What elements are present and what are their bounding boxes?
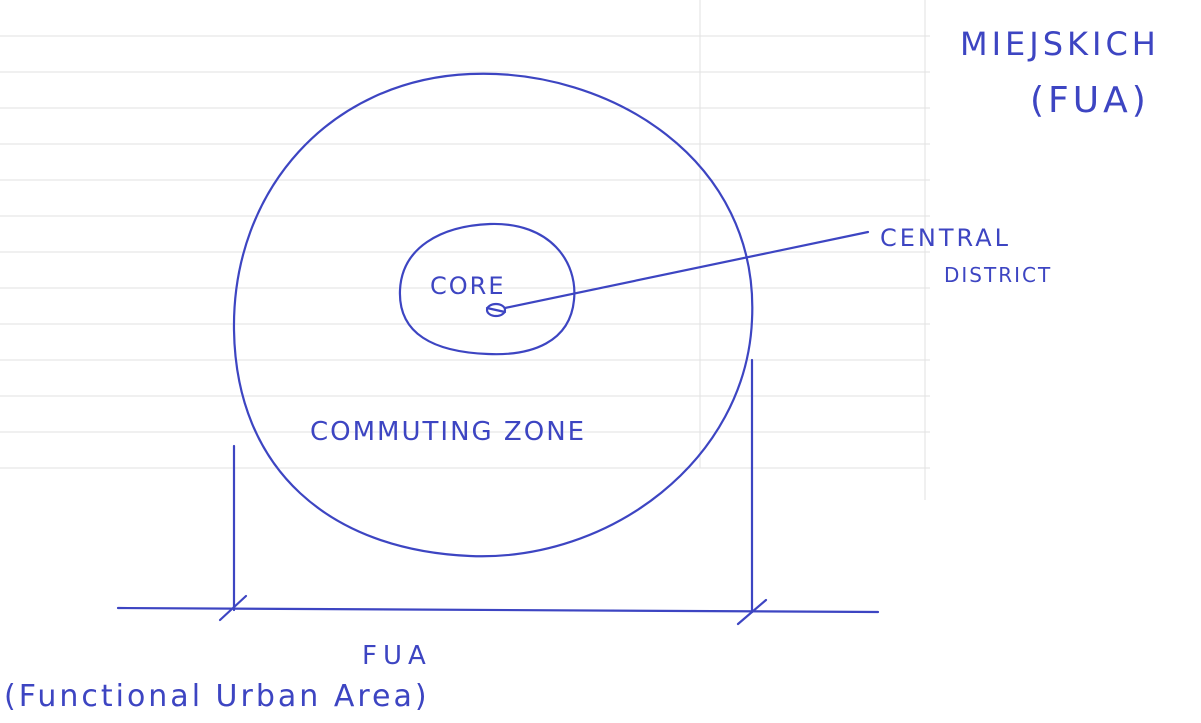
central-district-marker-icon — [485, 302, 507, 318]
commuting-zone-label: COMMUTING ZONE — [310, 417, 586, 447]
central-label: CENTRAL — [880, 224, 1011, 252]
commuting-zone-boundary — [232, 72, 754, 558]
fua-full-label: (Functional Urban Area) — [4, 679, 430, 714]
core-boundary — [398, 222, 576, 356]
fua-tick-left — [218, 594, 248, 622]
district-label: DISTRICT — [944, 263, 1052, 287]
title-line-2: (FUA) — [1030, 80, 1150, 121]
fua-tick-right — [736, 598, 768, 626]
fua-label: FUA — [362, 641, 432, 671]
paper-bleed-through — [0, 0, 930, 500]
central-district-pointer — [503, 230, 870, 310]
core-label: CORE — [430, 272, 506, 300]
title-line-1: MIEJSKICH — [960, 25, 1160, 63]
